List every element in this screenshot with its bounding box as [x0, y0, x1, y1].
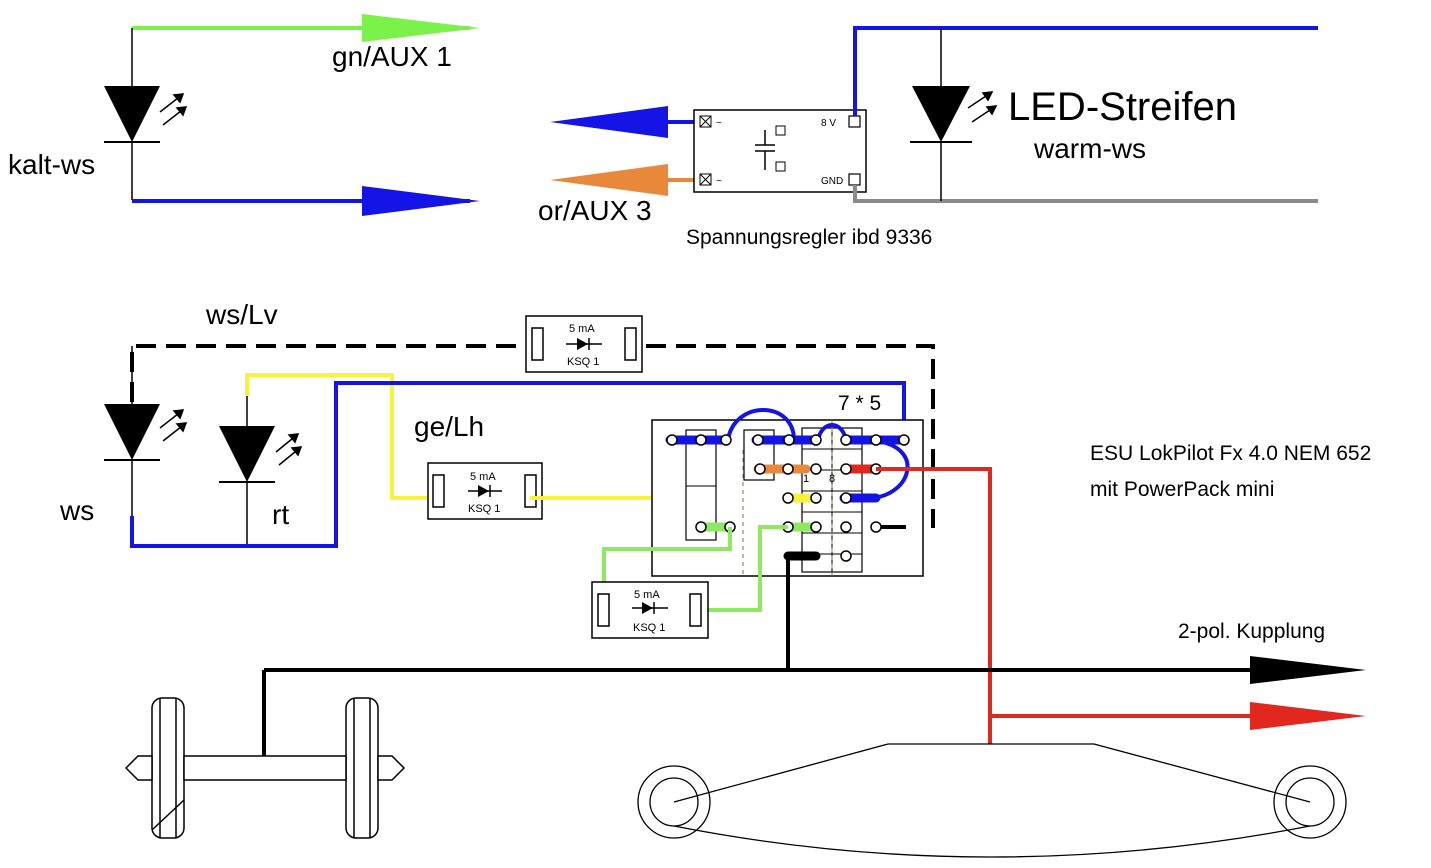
label-ws-lv: ws/Lv	[205, 299, 278, 330]
regulator-out-gnd-pin	[848, 173, 861, 186]
pickup-shoe-icon	[637, 743, 1347, 858]
label-decoder-line2: mit PowerPack mini	[1090, 478, 1274, 501]
label-gn-aux1: gn/AUX 1	[332, 41, 452, 72]
regulator-label-gnd: GND	[821, 176, 843, 187]
ksq-yellow-name: KSQ 1	[468, 503, 500, 515]
green-arrow-aux1	[362, 14, 480, 42]
wheelset-icon	[124, 697, 406, 839]
led-strip-light-arrows-icon	[967, 91, 998, 123]
label-regulator-name: Spannungsregler ibd 9336	[686, 226, 932, 249]
power-section: 2-pol. Kupplung	[262, 467, 1366, 760]
decoder-pin-8-label: 8	[829, 473, 835, 485]
kalt-ws-led-icon	[104, 86, 160, 142]
blue-jumper-arc-1	[726, 408, 796, 441]
ksq-resistor-top: 5 mA KSQ 1	[525, 315, 643, 373]
label-warm-ws: warm-ws	[1033, 133, 1146, 164]
decoder-solder-pads	[666, 434, 910, 562]
ksq-resistor-yellow: 5 mA KSQ 1	[427, 462, 543, 520]
label-ws: ws	[59, 495, 94, 526]
ksq-yellow-current: 5 mA	[470, 471, 496, 483]
ksq-yellow-diode-icon	[478, 485, 489, 497]
label-kupplung: 2-pol. Kupplung	[1178, 620, 1325, 643]
ksq-green-diode-icon	[642, 602, 653, 614]
regulator-out-8v-pin	[848, 115, 861, 128]
ksq-resistor-green: 5 mA KSQ 1	[591, 581, 709, 639]
ws-led-icon	[104, 404, 160, 460]
blue-wire-led-strip	[853, 26, 1318, 116]
ksq-top-diode-icon	[577, 338, 588, 350]
blue-wire-common	[130, 381, 906, 548]
regulator-capacitor-icon	[755, 125, 786, 172]
label-rt: rt	[272, 499, 289, 530]
black-arrow-kupplung	[1250, 656, 1366, 684]
orange-arrow-aux3	[550, 164, 668, 196]
headlight-section: ws/Lv 5 mA KSQ 1 ws	[59, 299, 935, 548]
gray-wire-led-strip	[853, 185, 1318, 203]
ws-led-light-arrows-icon	[159, 409, 188, 442]
blue-arrow-regler-input	[550, 106, 668, 138]
label-or-aux3: or/AUX 3	[538, 195, 652, 226]
regulator-input-top-pin	[699, 115, 712, 128]
decoder-left-block	[685, 429, 717, 541]
ksq-top-name: KSQ 1	[567, 356, 599, 368]
rt-led-light-arrows-icon	[275, 433, 303, 466]
decoder-pin-1-label: 1	[803, 473, 809, 485]
ksq-green-name: KSQ 1	[633, 622, 665, 634]
label-led-streifen: LED-Streifen	[1008, 85, 1237, 129]
regulator-section: or/AUX 3 ~ ~ 8 V GND Spannungsregler ibd…	[538, 26, 1318, 249]
label-decoder-line1: ESU LokPilot Fx 4.0 NEM 652	[1090, 442, 1371, 465]
kalt-ws-section: gn/AUX 1 kalt-ws	[8, 14, 480, 216]
label-ge-lh: ge/Lh	[414, 411, 484, 442]
regulator-board	[693, 109, 867, 193]
ksq-top-current: 5 mA	[569, 323, 595, 335]
decoder-section: 7 * 5 1 8	[651, 392, 1371, 577]
ksq-green-current: 5 mA	[634, 589, 660, 601]
label-seven-five: 7 * 5	[838, 392, 881, 415]
regulator-input-bottom-pin	[699, 173, 712, 186]
green-wire-left	[602, 527, 732, 610]
yellow-wire-lh	[245, 373, 440, 500]
regulator-tilde-top: ~	[716, 118, 722, 129]
regulator-tilde-bottom: ~	[716, 176, 722, 187]
led-strip-diode-icon	[912, 86, 970, 142]
red-wire-power	[876, 467, 992, 744]
label-kalt-ws: kalt-ws	[8, 149, 95, 180]
decoder-middle-block	[743, 429, 775, 481]
rt-led-icon	[219, 426, 275, 482]
regulator-label-8v: 8 V	[821, 118, 836, 129]
blue-arrow-kalt-ws	[362, 186, 480, 216]
kalt-ws-light-arrows-icon	[159, 93, 188, 126]
red-arrow-kupplung	[1250, 702, 1366, 730]
green-aux-section: 5 mA KSQ 1	[591, 525, 788, 639]
green-wire-right	[700, 525, 788, 612]
